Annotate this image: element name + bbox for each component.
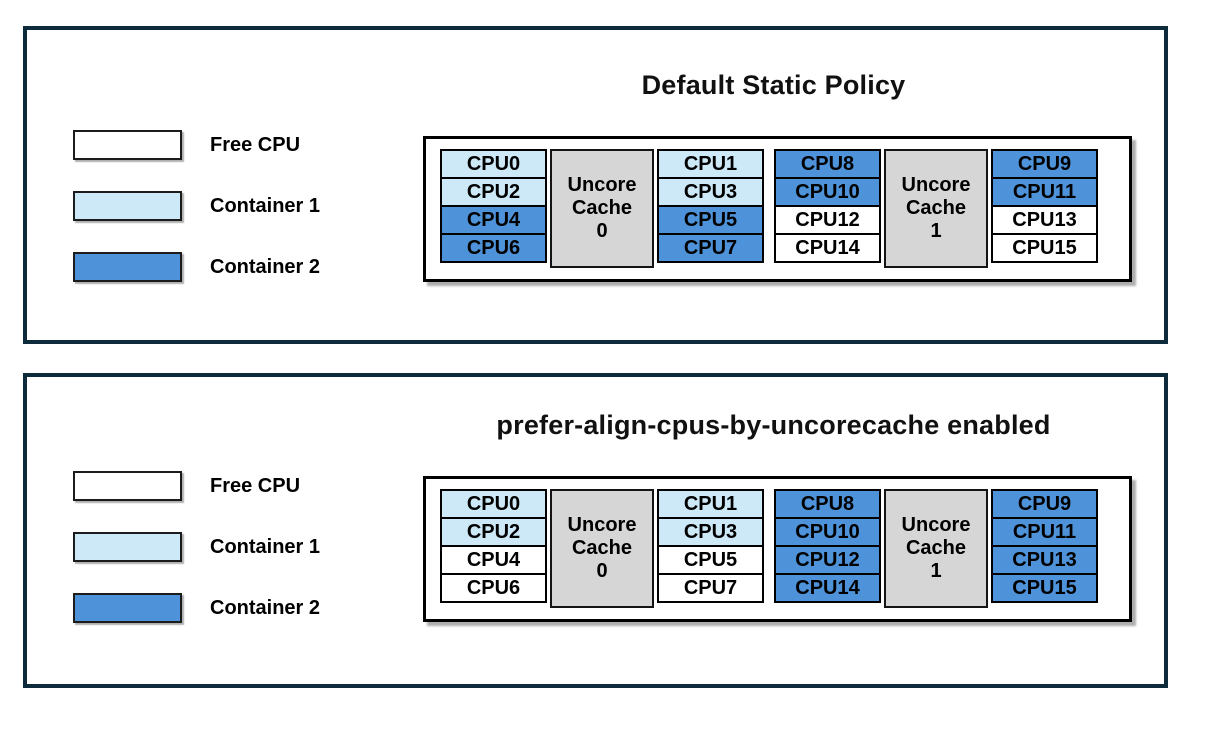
cpu-cell-cpu15: CPU15 (991, 573, 1098, 603)
cpu-cell-cpu13: CPU13 (991, 545, 1098, 575)
cpu-cell-cpu5: CPU5 (657, 545, 764, 575)
cpu-cell-cpu12: CPU12 (774, 545, 881, 575)
legend-swatch-container2 (73, 252, 182, 282)
legend-swatch-container2 (73, 593, 182, 623)
legend-item: Free CPU (73, 471, 320, 501)
cpu-cell-cpu4: CPU4 (440, 545, 547, 575)
uncore-cache-label-line: 0 (596, 560, 608, 582)
uncore-cache-label-line: 0 (596, 220, 608, 242)
legend-label: Free CPU (210, 474, 301, 497)
legend: Free CPU Container 1 Container 2 (73, 130, 320, 282)
legend-label: Container 1 (210, 194, 321, 217)
panel-title: prefer-align-cpus-by-uncorecache enabled (496, 410, 1051, 440)
legend-swatch-container1 (73, 191, 182, 221)
legend-swatch-free (73, 130, 182, 160)
cpu-cell-cpu10: CPU10 (774, 517, 881, 547)
legend-swatch-free (73, 471, 182, 501)
uncore-cache-label-line: 1 (930, 220, 942, 242)
cpu-cell-cpu6: CPU6 (440, 233, 547, 263)
uncore-cache-label-line: Cache (571, 537, 633, 559)
legend-item: Container 2 (73, 593, 320, 623)
cpu-cell-cpu7: CPU7 (657, 573, 764, 603)
cpu-cell-cpu4: CPU4 (440, 205, 547, 235)
legend-label: Free CPU (210, 133, 301, 156)
cpu-cell-cpu2: CPU2 (440, 177, 547, 207)
cpu-cell-cpu11: CPU11 (991, 517, 1098, 547)
cpu-cell-cpu5: CPU5 (657, 205, 764, 235)
cpu-cell-cpu10: CPU10 (774, 177, 881, 207)
cpu-cell-cpu2: CPU2 (440, 517, 547, 547)
cpu-cell-cpu7: CPU7 (657, 233, 764, 263)
legend-item: Container 1 (73, 191, 320, 221)
cpu-cell-cpu9: CPU9 (991, 489, 1098, 519)
uncore-cache-label-line: Cache (905, 197, 967, 219)
legend-item: Free CPU (73, 130, 320, 160)
uncore-cache-label-line: Uncore (901, 514, 971, 536)
legend-item: Container 2 (73, 252, 320, 282)
uncore-cache-label-line: Uncore (901, 174, 971, 196)
legend-swatch-container1 (73, 532, 182, 562)
cpu-cell-cpu11: CPU11 (991, 177, 1098, 207)
cpu-cell-cpu14: CPU14 (774, 573, 881, 603)
cpu-cell-cpu15: CPU15 (991, 233, 1098, 263)
cpu-cell-cpu13: CPU13 (991, 205, 1098, 235)
panel-prefer-align-uncorecache: prefer-align-cpus-by-uncorecache enabled… (23, 373, 1168, 688)
cpu-cell-cpu12: CPU12 (774, 205, 881, 235)
panel-title: Default Static Policy (641, 70, 906, 100)
cpu-cell-cpu0: CPU0 (440, 149, 547, 179)
cpu-cell-cpu8: CPU8 (774, 149, 881, 179)
legend-label: Container 1 (210, 535, 321, 558)
uncore-cache-label-line: Uncore (567, 514, 637, 536)
cpu-cell-cpu0: CPU0 (440, 489, 547, 519)
cpu-cell-cpu9: CPU9 (991, 149, 1098, 179)
legend-label: Container 2 (210, 255, 321, 278)
cpu-cell-cpu6: CPU6 (440, 573, 547, 603)
cpu-cell-cpu1: CPU1 (657, 489, 764, 519)
legend: Free CPU Container 1 Container 2 (73, 471, 320, 623)
cpu-cell-cpu8: CPU8 (774, 489, 881, 519)
uncore-cache-label-line: Cache (905, 537, 967, 559)
uncore-cache-label-line: Cache (571, 197, 633, 219)
uncore-cache-label-line: 1 (930, 560, 942, 582)
cpu-cell-cpu3: CPU3 (657, 517, 764, 547)
panel-default-static-policy: Default Static Policy Free CPU Container … (23, 26, 1168, 344)
uncore-cache-label-line: Uncore (567, 174, 637, 196)
cpu-cell-cpu1: CPU1 (657, 149, 764, 179)
cpu-cell-cpu14: CPU14 (774, 233, 881, 263)
legend-item: Container 1 (73, 532, 320, 562)
legend-label: Container 2 (210, 596, 321, 619)
cpu-cell-cpu3: CPU3 (657, 177, 764, 207)
